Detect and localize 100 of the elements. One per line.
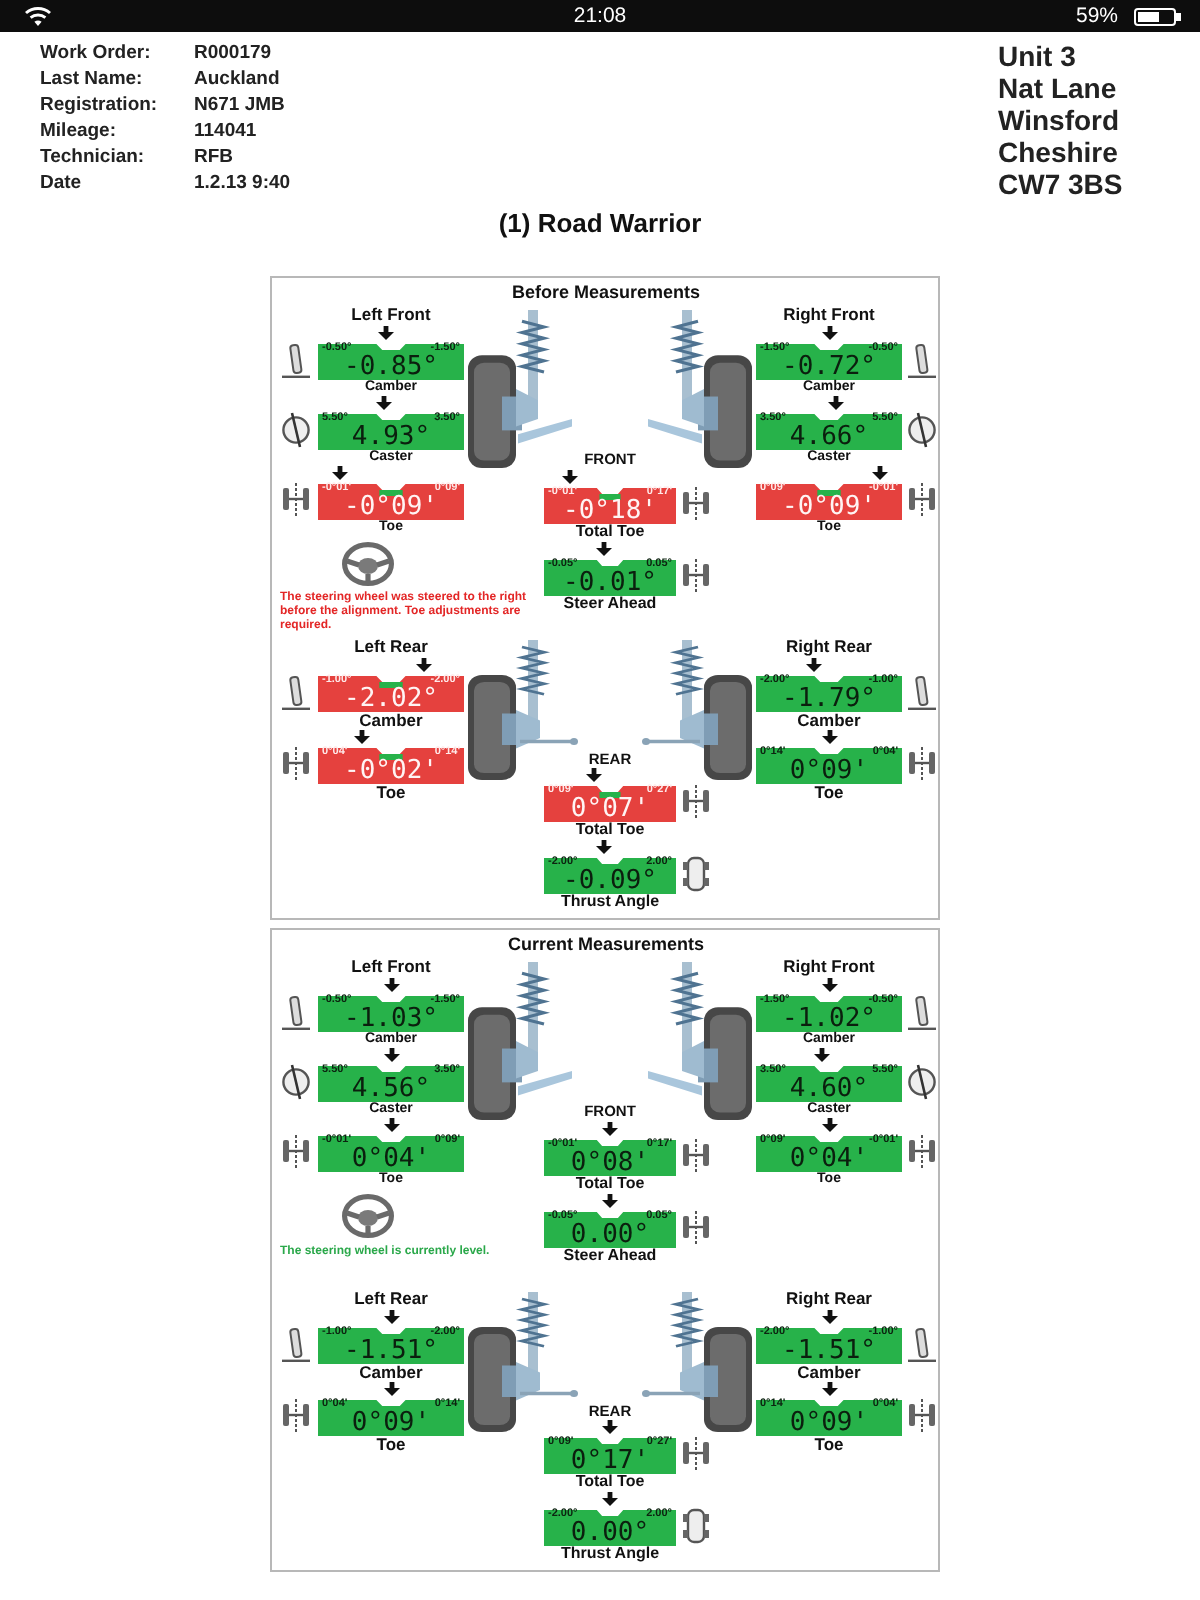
gauge-caption: Toe bbox=[376, 1436, 406, 1454]
gauge-caption: Total Toe bbox=[575, 1474, 645, 1491]
field-value: 114041 bbox=[194, 120, 257, 142]
reading-value: -1.79° bbox=[782, 687, 876, 711]
measurement-gauge bbox=[318, 992, 464, 1032]
reading-value: 0°09' bbox=[789, 1411, 869, 1435]
wheel-heading: Right Rear bbox=[786, 1288, 872, 1308]
measurement-gauge bbox=[318, 672, 464, 712]
gauge-caption: Camber bbox=[359, 1364, 423, 1382]
gauge-caption: Camber bbox=[797, 712, 861, 730]
gauge-caption: Thrust Angle bbox=[560, 894, 660, 911]
wheel-heading: Right Front bbox=[783, 304, 875, 324]
measurement-gauge bbox=[544, 1434, 676, 1474]
gauge-caption: Toe bbox=[814, 1436, 844, 1454]
reading-value: 0°07' bbox=[570, 797, 650, 821]
reading-value: -1.03° bbox=[344, 1007, 438, 1031]
reading-value: -0.01° bbox=[563, 571, 657, 595]
reading-value: 0.00° bbox=[570, 1223, 650, 1247]
field-label: Work Order: bbox=[40, 42, 151, 64]
field-value: 1.2.13 9:40 bbox=[194, 172, 291, 194]
gauge-caption: Total Toe bbox=[575, 524, 645, 541]
field-value: R000179 bbox=[194, 42, 272, 64]
panel-heading: Current Measurements bbox=[507, 934, 705, 954]
reading-value: 0°09' bbox=[351, 1411, 431, 1435]
wheel-heading: Left Rear bbox=[354, 636, 428, 656]
gauge-caption: Toe bbox=[376, 784, 406, 802]
measurement-gauge bbox=[756, 1062, 902, 1102]
measurement-gauge bbox=[544, 782, 676, 822]
gauge-caption: Toe bbox=[814, 784, 844, 802]
reading-value: 0.00° bbox=[570, 1521, 650, 1545]
field-value: RFB bbox=[194, 146, 234, 168]
reading-value: -0.85° bbox=[344, 355, 438, 379]
measurement-gauge bbox=[756, 1132, 902, 1172]
measurement-gauge bbox=[756, 410, 902, 450]
measurement-gauge bbox=[756, 480, 902, 520]
address-text: Unit 3 Nat Lane Winsford Cheshire CW7 3BS bbox=[998, 40, 1125, 200]
reading-value: -1.51° bbox=[344, 1339, 438, 1363]
measurement-gauge bbox=[318, 1062, 464, 1102]
battery-percent: 59% bbox=[1076, 4, 1119, 28]
reading-value: 0°04' bbox=[789, 1147, 869, 1171]
measurement-gauge bbox=[318, 410, 464, 450]
reading-value: 0°04' bbox=[351, 1147, 431, 1171]
reading-value: -0.72° bbox=[782, 355, 876, 379]
reading-value: 4.56° bbox=[351, 1077, 431, 1101]
reading-value: 0°08' bbox=[570, 1151, 650, 1175]
field-label: Date bbox=[40, 172, 82, 194]
report-title: (1) Road Warrior bbox=[498, 208, 702, 238]
measurement-gauge bbox=[318, 340, 464, 380]
wheel-heading: Left Front bbox=[351, 956, 431, 976]
measurement-gauge bbox=[544, 1136, 676, 1176]
measurement-gauge bbox=[756, 744, 902, 784]
gauge-caption: Camber bbox=[797, 1364, 861, 1382]
field-value: N671 JMB bbox=[194, 94, 285, 116]
reading-value: -0.09° bbox=[563, 869, 657, 893]
measurement-panel bbox=[270, 928, 940, 1572]
measurement-gauge bbox=[318, 744, 464, 784]
measurement-gauge bbox=[756, 1324, 902, 1364]
reading-value: 0°17' bbox=[570, 1449, 650, 1473]
reading-value: 4.93° bbox=[351, 425, 431, 449]
reading-value: -0°18' bbox=[563, 499, 657, 523]
measurement-gauge bbox=[318, 1132, 464, 1172]
measurement-gauge bbox=[756, 1396, 902, 1436]
wheel-heading: Left Front bbox=[351, 304, 431, 324]
measurement-gauge bbox=[756, 340, 902, 380]
measurement-panel bbox=[270, 276, 940, 920]
field-label: Technician: bbox=[40, 146, 145, 168]
reading-value: -1.02° bbox=[782, 1007, 876, 1031]
measurement-gauge bbox=[318, 1396, 464, 1436]
wheel-heading: Right Front bbox=[783, 956, 875, 976]
gauge-caption: Steer Ahead bbox=[563, 596, 657, 613]
status-time: 21:08 bbox=[573, 4, 627, 28]
measurement-gauge bbox=[318, 1324, 464, 1364]
field-label: Registration: bbox=[40, 94, 158, 116]
field-label: Mileage: bbox=[40, 120, 117, 142]
reading-value: -2.02° bbox=[344, 687, 438, 711]
measurement-gauge bbox=[544, 1506, 676, 1546]
reading-value: -0°09' bbox=[782, 495, 876, 519]
gauge-caption: Steer Ahead bbox=[563, 1248, 657, 1265]
reading-value: -0°02' bbox=[344, 759, 438, 783]
field-label: Last Name: bbox=[40, 68, 143, 90]
measurement-gauge bbox=[544, 484, 676, 524]
measurement-gauge bbox=[318, 480, 464, 520]
measurement-gauge bbox=[544, 854, 676, 894]
measurement-gauge bbox=[756, 672, 902, 712]
gauge-caption: Camber bbox=[359, 712, 423, 730]
measurement-gauge bbox=[544, 1208, 676, 1248]
gauge-caption: Total Toe bbox=[575, 822, 645, 839]
gauge-caption: Total Toe bbox=[575, 1176, 645, 1193]
reading-value: 4.66° bbox=[789, 425, 869, 449]
measurement-gauge bbox=[544, 556, 676, 596]
reading-value: 0°09' bbox=[789, 759, 869, 783]
wheel-heading: Right Rear bbox=[786, 636, 872, 656]
reading-value: -0°09' bbox=[344, 495, 438, 519]
measurement-gauge bbox=[756, 992, 902, 1032]
reading-value: -1.51° bbox=[782, 1339, 876, 1363]
gauge-caption: Thrust Angle bbox=[560, 1546, 660, 1563]
field-value: Auckland bbox=[194, 68, 280, 90]
panel-heading: Before Measurements bbox=[511, 282, 701, 302]
reading-value: 4.60° bbox=[789, 1077, 869, 1101]
wheel-heading: Left Rear bbox=[354, 1288, 428, 1308]
